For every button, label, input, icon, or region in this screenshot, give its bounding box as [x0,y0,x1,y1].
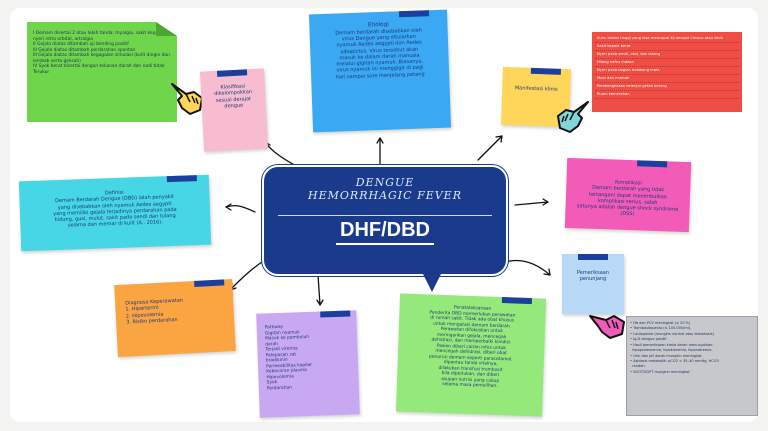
central-divider [278,215,492,216]
klasifikasi-item-5: IV Syok berat disertai dengan tekanan da… [33,64,165,75]
klasifikasi-list-note: I Demam disertai 2 atau lebih tanda: mya… [27,22,177,122]
arrow-to-manifestasi [477,135,503,161]
klasifikasi-label-note: Klasifikasi dikelompokkan sesuai derajat… [199,68,269,152]
arrow-to-pemeriksaan [504,259,551,276]
arrow-to-definisi [225,205,256,213]
tape [193,278,225,287]
tape [216,68,248,77]
pointing-hand-icon [171,83,203,115]
abbreviation-underline [336,243,434,245]
komplikasi-note: Komplikasi Demam berdarah yang tidak ter… [564,157,692,233]
definisi-note: Definisi Demam Berdarah Dengue (DBD) ial… [18,174,212,252]
pemeriksaan-item-1: • Hb dan PCV meningkat (≥ 20 %) [630,321,691,325]
pemeriksaan-item-4: • Ig.D dengue positif [630,337,667,342]
diagnosa-note: Diagnosa Keperawatan 1. Hipertermi 2. Hi… [114,278,236,358]
manifestasi-list-note: Suhu badan tinggi yang bisa mencapai 40 … [592,32,742,112]
arrow-to-komplikasi [514,201,549,206]
arrow-to-etiologi-head [376,137,384,144]
tape [578,254,608,260]
klasifikasi-item-4: III Gejala diatas ditambah kegagalan sir… [33,53,170,64]
pemeriksaan-list-note: • Hb dan PCV meningkat (≥ 20 %) • Trombo… [626,316,758,416]
arrow-to-komplikasi-head [542,198,549,206]
pointing-hand-icon [589,315,625,339]
central-abbreviation: DHF/DBD [340,219,430,241]
manifestasi-item-2: Sakit kepala berat [595,43,739,51]
pemeriksaan-title-2: penunjang [579,276,607,283]
pemeriksaan-item-10: • SGOT/SGPT mungkin meningkat [630,369,690,374]
manifestasi-item-8: Ruam kemerahan [595,91,739,99]
klasifikasi-item-2: II Gejala diatas ditambah uji bending po… [33,42,129,47]
pemeriksaan-item-5: • Hasil pemeriksaan kimia darah menunjuk… [630,342,714,347]
klasifikasi-item-1: I Demam disertai 2 atau lebih tanda: mya… [33,31,164,42]
klasifikasi-item-3: III Gejala diatas ditambah perdarahan sp… [33,47,136,53]
arrow-to-pathway [317,274,321,306]
manifestasi-item-3: Nyeri pada sendi, otot, dan tulang [595,51,739,59]
manifestasi-item-6: Mual dan muntah [595,75,739,83]
pemeriksaan-item-3: • Leukopenia (mungkin normal atau lekosi… [630,331,714,336]
tape [320,310,351,318]
tape [166,174,197,183]
manifestasi-item-4: Hilang nafsu makan [595,59,739,67]
arrow-to-definisi-head [225,203,232,211]
arrow-to-pemeriksaan-head [543,268,551,276]
tape [398,9,430,18]
penatalaksanaan-note: Penatalaksanaan Penderita DBD memerlukan… [395,293,547,417]
central-speech-tail [420,268,444,292]
central-topic-box: DENGUE HEMORRHAGIC FEVER DHF/DBD [262,165,508,276]
etiologi-note: Etiologi Demam berdarah disebabkan oleh … [308,9,452,133]
pemeriksaan-item-2: • Trombositopenia (≤ 100.000/ml). [630,326,692,331]
arrow-to-diagnosa [229,261,263,291]
manifestasi-item-5: Nyeri pada bagian belakang mata [595,67,739,75]
arrow-to-manifestasi-head [495,135,503,143]
pemeriksaan-item-6: hipoproteinemia, hipokloremia, hiponatre… [632,348,713,353]
pemeriksaan-item-8: • Asidosis metabolik: pCO2 < 35–40 mmHg,… [630,358,719,363]
pemeriksaan-title: Pemeriksaan [576,270,610,276]
pathway-note: Pathway Gigitan nyamuk Masuk ke pembuluh… [256,310,360,418]
pemeriksaan-label-note: Pemeriksaan penunjang [562,254,624,314]
central-title-line-1: DENGUE [355,176,415,189]
pemeriksaan-item-7: • Urin dan pH darah mungkin meningkat. [630,353,703,358]
manifestasi-title: Manifestasi klinis [514,85,558,93]
pemeriksaan-item-9: rendah. [632,364,646,369]
manifestasi-item-1: Suhu badan tinggi yang bisa mencapai 40 … [595,35,739,43]
central-title-line-2: HEMORRHAGIC FEVER [308,188,462,202]
arrow-to-pathway-head [316,299,324,306]
komplikasi-line-4: satunya adalah dengue shock syndrome (DS… [576,203,679,218]
tape [530,66,562,75]
manifestasi-item-7: Pembengkakan kelenjar getah bening [595,83,739,91]
pointing-hand-icon [557,101,589,133]
